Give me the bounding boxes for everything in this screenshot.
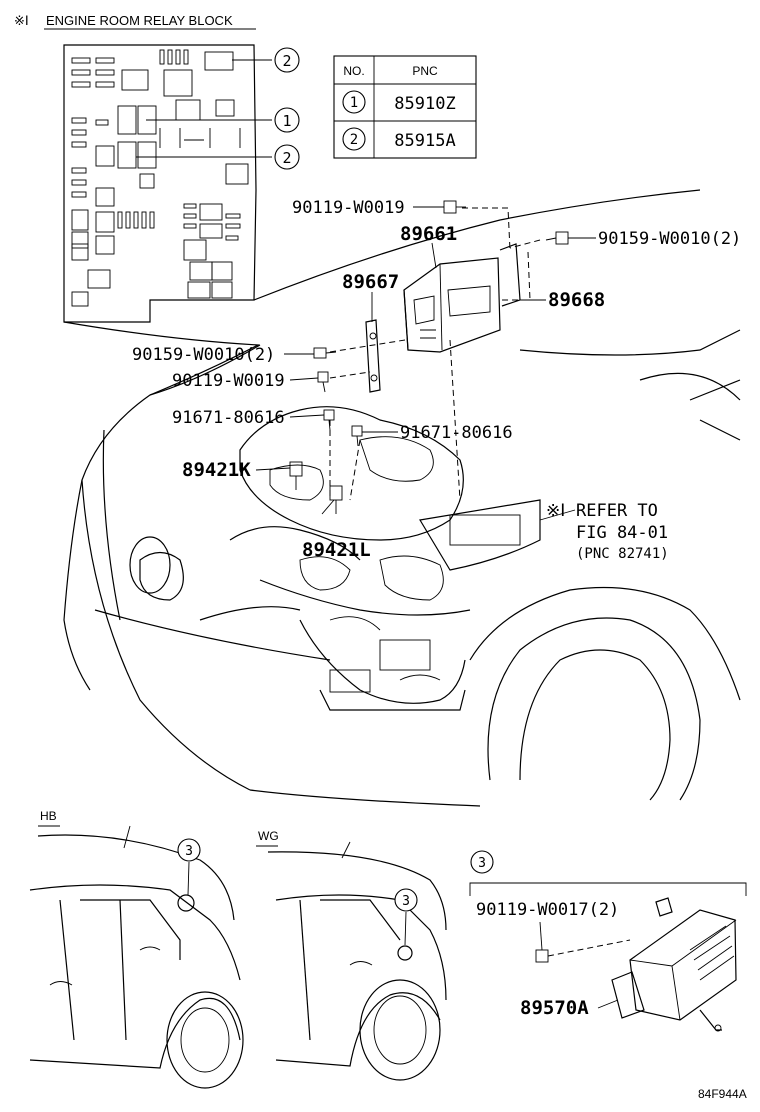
label-bolt-left-a: 90159-W0010(2) [132,345,275,365]
car-body-outline [63,189,741,807]
label-bolt-right: 90159-W0010(2) [598,229,741,249]
relay-callout-c: 2 [282,149,291,167]
refer-line-2: FIG 84-01 [576,523,668,543]
relay-block-drawing: 2 1 2 [63,44,300,323]
bolts [289,200,569,514]
assembly-guides [329,207,541,501]
label-sensor-l: 89421L [302,539,371,561]
hb-view: HB 3 [29,809,244,1089]
detail-3: 3 90119-W0017(2) 89570A [469,850,747,1032]
label-leaders [255,206,596,521]
bolt-right-icon [545,231,569,245]
pnc-row-2-value: 85915A [394,131,455,151]
pnc-row-1-no: 1 [350,95,358,111]
detail-bolt-icon [535,939,631,963]
bolt-left-b-icon [317,371,329,393]
wg-view: WG 3 [256,829,447,1081]
label-ecu: 89661 [400,223,457,245]
label-detail-bolt: 90119-W0017(2) [476,900,619,920]
relay-block-mark: ※Ⅰ [14,13,29,28]
label-bracket-right: 89668 [548,289,605,311]
ecu-assembly [365,243,521,393]
hb-label: HB [40,809,57,823]
refer-note: ※Ⅰ REFER TO FIG 84-01 (PNC 82741) [546,501,669,562]
figure-code: 84F944A [698,1087,747,1101]
refer-line-3: (PNC 82741) [576,546,669,562]
bolt-top-icon [443,200,466,214]
hb-callout: 3 [185,844,193,859]
label-sensor-bolt-right: 91671-80616 [400,423,513,443]
relay-block-header: ※Ⅰ ENGINE ROOM RELAY BLOCK [14,13,256,30]
label-sensor-k: 89421K [182,459,251,481]
refer-line-1: REFER TO [576,501,658,521]
sensor-bolt-right-icon [351,425,363,447]
engine-assembly [229,406,541,711]
sensor-bolt-left-icon [323,409,335,431]
relay-block-title: ENGINE ROOM RELAY BLOCK [46,13,233,28]
relay-callout-b: 1 [282,112,291,130]
sensor-k-icon [289,461,303,490]
relay-callout-a: 2 [282,52,291,70]
label-detail-part: 89570A [520,997,589,1019]
part-labels: 90119-W0019 89661 90159-W0010(2) 89667 8… [132,198,741,561]
detail-callout: 3 [478,856,486,871]
pnc-table: NO. PNC 1 2 85910Z 85915A [333,55,477,159]
pnc-row-2-no: 2 [350,132,358,148]
label-bolt-left-b: 90119-W0019 [172,371,285,391]
pnc-row-1-value: 85910Z [394,94,455,114]
detail-module-icon [611,897,737,1032]
label-bolt-top: 90119-W0019 [292,198,405,218]
pnc-table-header-pnc: PNC [412,64,438,78]
label-sensor-bolt-left: 91671-80616 [172,408,285,428]
refer-mark: ※Ⅰ [546,501,565,521]
wg-label: WG [258,829,279,843]
bolt-left-a-icon [313,347,337,359]
pnc-table-header-no: NO. [343,64,364,78]
sensor-l-icon [329,485,343,514]
wg-callout: 3 [402,894,410,909]
label-bracket-left: 89667 [342,271,399,293]
